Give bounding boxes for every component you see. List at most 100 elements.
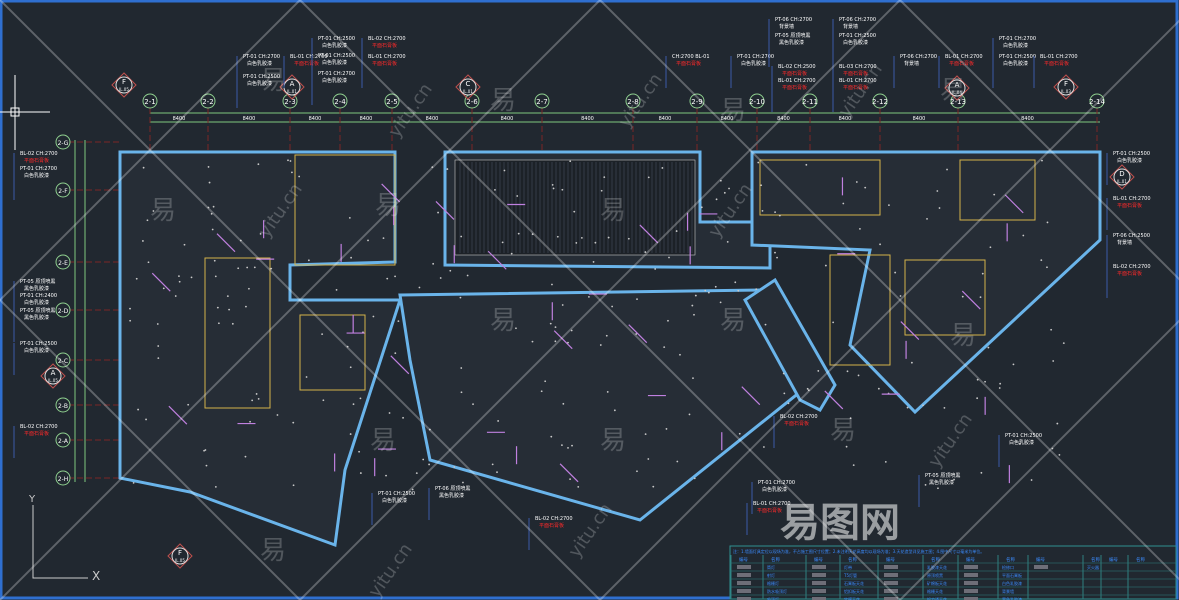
light-fixture [142, 166, 145, 169]
light-fixture [1030, 479, 1033, 481]
grid-bubble-circle [55, 254, 71, 270]
light-fixture [145, 418, 147, 421]
light-fixture [132, 481, 135, 484]
light-fixture [728, 187, 730, 190]
light-fixture [755, 288, 758, 291]
tag-note: 白色乳胶漆 [24, 299, 49, 306]
section-arrow [40, 363, 66, 389]
light-fixture [214, 485, 217, 488]
legend-item: 黑色乳胶漆 [1002, 596, 1022, 600]
tag-code: PT-01 CH:2500 [1005, 433, 1042, 439]
light-fixture [439, 277, 442, 279]
light-fixture [707, 291, 710, 294]
light-fixture [287, 159, 289, 162]
legend-swatch [812, 597, 826, 600]
tag-code: BL-01 CH:2700 [945, 54, 983, 60]
dimension-value: 8400 [309, 116, 322, 122]
light-fixture [936, 190, 939, 192]
light-fixture [129, 307, 131, 310]
light-fixture [1051, 447, 1054, 450]
tag-note: 白色乳胶漆 [843, 39, 868, 46]
grid-axis-bubble: 2-5 [384, 93, 400, 109]
grid-axis-bubble: 2-14 [1089, 93, 1105, 109]
light-fixture [402, 416, 404, 419]
grid-axis-bubble: 2-9 [689, 93, 705, 109]
light-fixture [1050, 328, 1053, 331]
tag-code: BL-02 CH:2700 [20, 424, 58, 430]
linear-light [559, 463, 579, 483]
tag-code: CH:2700 BL-01 [672, 54, 710, 60]
tag-note: 黑色乳胶漆 [24, 314, 49, 321]
light-fixture [588, 295, 590, 298]
light-fixture [459, 296, 462, 299]
light-fixture [1040, 259, 1043, 262]
light-fixture [776, 256, 778, 259]
light-fixture [824, 264, 827, 267]
light-fixture [205, 464, 208, 467]
light-fixture [146, 219, 149, 222]
grid-axis-label: 2-E [58, 260, 68, 267]
linear-light [639, 224, 659, 244]
light-fixture [627, 237, 630, 240]
crosshair-pickbox[interactable] [10, 107, 20, 117]
legend-swatch [812, 565, 826, 569]
light-fixture [549, 322, 552, 325]
watermark-line [0, 0, 301, 302]
grid-axis-label: 2-B [58, 403, 68, 410]
light-fixture [981, 272, 984, 275]
grid-bubble-circle [1089, 93, 1105, 109]
grid-axis-bubble: 2-1 [142, 93, 158, 109]
tag-code: PT-01 CH:2700 [737, 54, 774, 60]
light-fixture [603, 176, 606, 179]
tag-note: 白色乳胶漆 [322, 77, 347, 84]
light-fixture [976, 397, 979, 400]
light-fixture [676, 460, 679, 463]
light-fixture [691, 304, 694, 307]
light-fixture [449, 269, 452, 272]
legend-header: 编号 [814, 556, 823, 563]
section-circle [115, 76, 133, 94]
section-mark: DIL.01 [1109, 164, 1135, 190]
tag-note: 背景墙 [904, 60, 919, 67]
light-fixture [605, 334, 608, 337]
room-fixture [904, 259, 986, 336]
light-fixture [496, 471, 498, 474]
legend-swatch [737, 597, 751, 600]
legend-swatch [884, 573, 898, 577]
tag-note: 黑色乳胶漆 [439, 492, 464, 499]
light-fixture [700, 206, 703, 209]
